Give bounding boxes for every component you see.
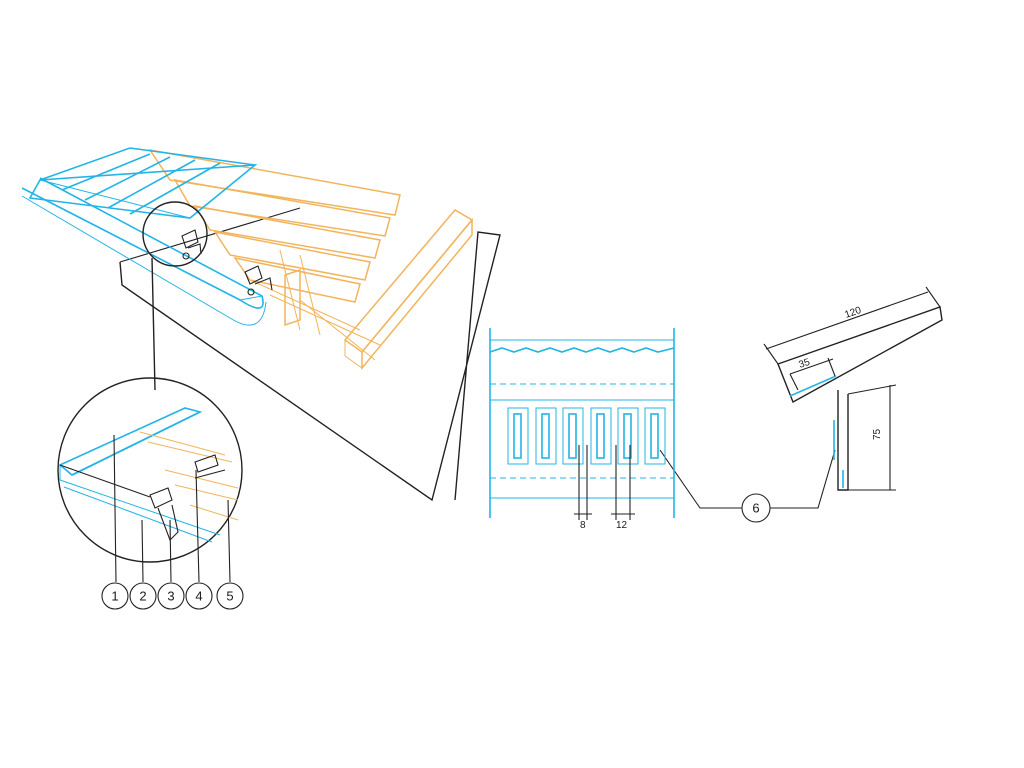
strip-profile: 120 35 75 <box>763 286 943 491</box>
perforated-strip: 8 12 <box>489 328 675 531</box>
dim-slot-pitch: 12 <box>616 520 628 531</box>
dim-tab-length: 35 <box>797 357 812 371</box>
detail-circle-small <box>142 201 208 267</box>
callout-4: 4 <box>195 589 202 604</box>
detail-circle-large <box>57 377 243 563</box>
slot-dimension-lines <box>574 445 635 520</box>
dim-strip-length: 120 <box>843 305 863 321</box>
callout-1: 1 <box>111 589 118 604</box>
gutter-hooks <box>181 229 273 296</box>
callout-leaders <box>113 434 836 583</box>
strip-slots <box>507 407 666 465</box>
callout-3: 3 <box>167 589 174 604</box>
callout-5: 5 <box>226 589 233 604</box>
roof-eave-assembly <box>21 147 501 502</box>
dim-slot-width: 8 <box>580 520 586 531</box>
wall-outline <box>119 231 501 502</box>
gutter <box>21 177 267 326</box>
callout-6: 6 <box>752 501 759 516</box>
dim-height: 75 <box>872 428 883 440</box>
roof-panels <box>28 147 258 219</box>
timber-battens <box>148 148 474 371</box>
detail-enlargement <box>57 377 243 563</box>
callout-markers: 1 2 3 4 5 6 <box>101 493 771 610</box>
callout-2: 2 <box>139 589 146 604</box>
